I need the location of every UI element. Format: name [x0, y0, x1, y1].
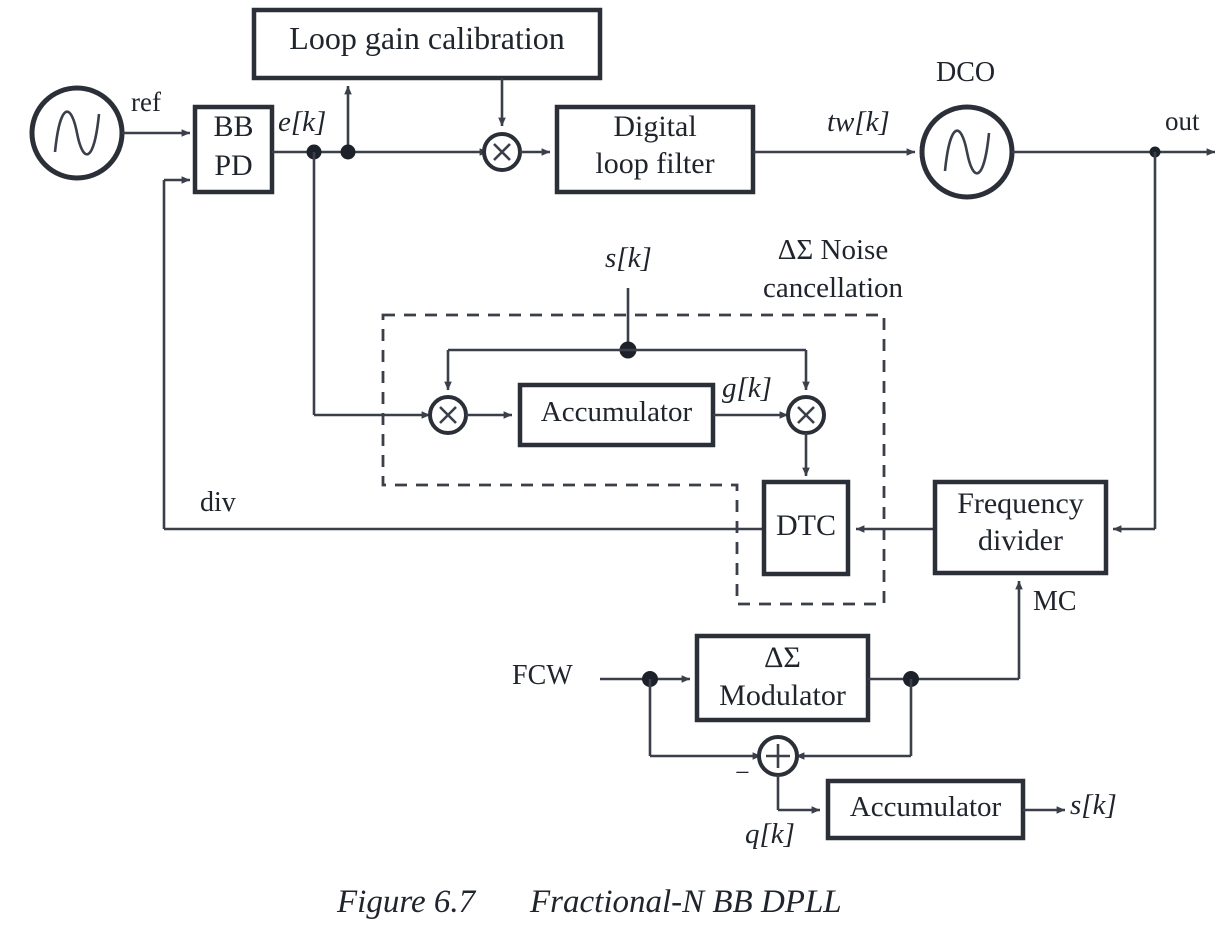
dco-oscillator-icon	[919, 104, 1015, 200]
label-ek: e[k]	[278, 106, 327, 138]
label-noise-cancellation-line1: ΔΣ Noise	[777, 234, 889, 266]
sum-operator-icon	[757, 735, 799, 777]
block-loop-gain-calibration[interactable]	[251, 7, 603, 81]
label-mc: MC	[1033, 586, 1077, 617]
block-dtc[interactable]	[761, 479, 851, 577]
block-label-accumulator-bottom: Accumulator	[849, 791, 1002, 823]
block-label-frequency-divider-line2: divider	[978, 524, 1063, 557]
label-sk-output: s[k]	[1070, 789, 1117, 821]
dashed-region-noise-cancellation	[381, 313, 886, 606]
block-label-bb-pd-line1: BB	[213, 110, 254, 143]
label-fcw: FCW	[512, 660, 573, 691]
label-sk-top: s[k]	[605, 242, 652, 274]
block-label-loop-gain-calibration: Loop gain calibration	[289, 20, 565, 56]
block-label-accumulator-top: Accumulator	[540, 396, 693, 428]
label-out: out	[1165, 106, 1200, 136]
block-bb-pd[interactable]	[192, 104, 275, 195]
block-accumulator-top[interactable]	[517, 382, 716, 448]
label-qk: q[k]	[745, 818, 795, 850]
figure-caption-number: Figure 6.7	[337, 884, 476, 920]
block-label-dtc: DTC	[776, 509, 836, 542]
block-label-digital-loop-filter-line2: loop filter	[595, 147, 715, 180]
label-gk: g[k]	[722, 372, 772, 404]
multiply-operator-icon-nc2	[786, 395, 826, 435]
label-noise-cancellation-line2: cancellation	[762, 272, 904, 304]
block-label-dsm-line1: ΔΣ	[764, 641, 801, 674]
block-accumulator-bottom[interactable]	[825, 778, 1026, 841]
block-label-frequency-divider-line1: Frequency	[957, 487, 1084, 520]
multiply-operator-icon-loopgain	[482, 132, 522, 172]
multiply-operator-icon-nc1	[428, 395, 468, 435]
label-sum-minus-sign: −	[735, 758, 750, 787]
label-ref: ref	[131, 87, 161, 117]
label-dco: DCO	[936, 57, 996, 88]
block-label-digital-loop-filter-line1: Digital	[613, 110, 697, 143]
ref-oscillator-icon	[29, 85, 125, 181]
figure-caption-text: Fractional-N BB DPLL	[530, 884, 842, 920]
block-frequency-divider[interactable]	[932, 479, 1109, 576]
junction-dot-ek-calibration	[340, 144, 356, 160]
block-label-dsm-line2: Modulator	[719, 679, 846, 712]
label-div: div	[200, 487, 236, 518]
label-twk: tw[k]	[827, 106, 890, 138]
block-label-bb-pd-line2: PD	[214, 149, 253, 182]
block-digital-loop-filter[interactable]	[554, 104, 756, 195]
